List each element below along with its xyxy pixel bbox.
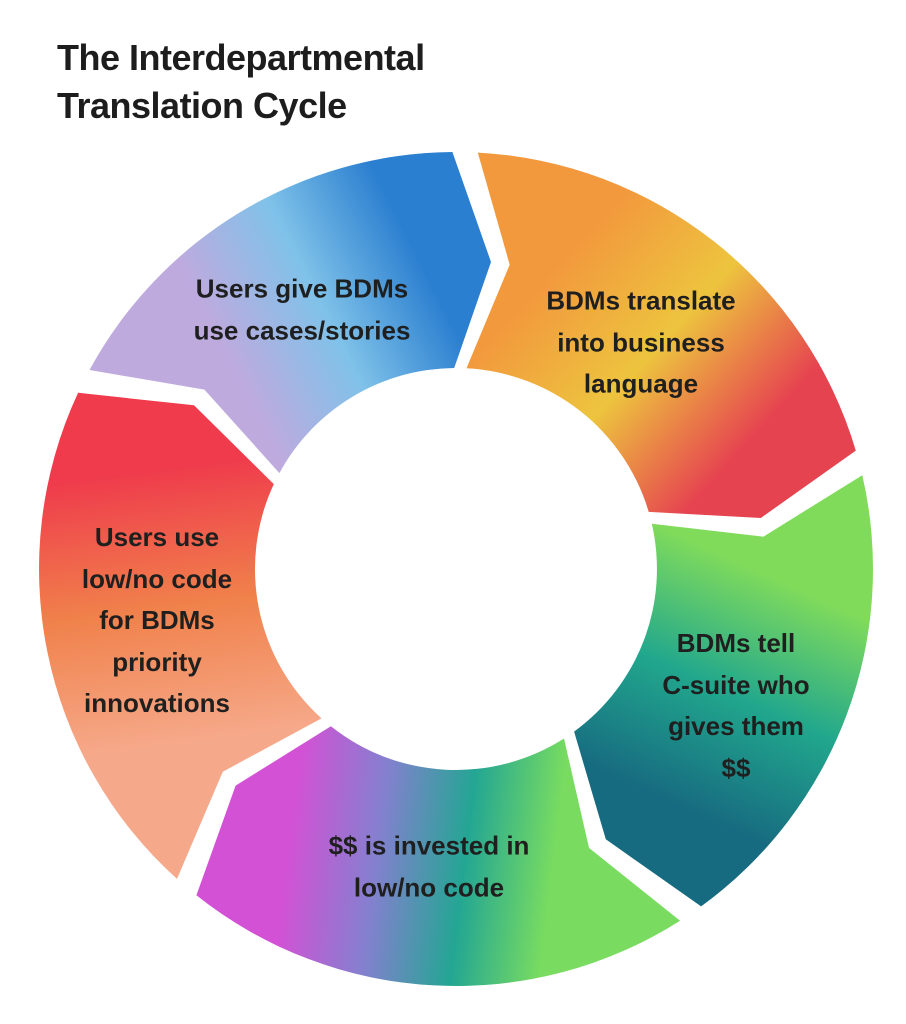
- cycle-segment-bdms-tell-c-suite: [574, 475, 873, 907]
- cycle-segment-users-use-low-no-code: [39, 392, 322, 879]
- cycle-segment-money-invested: [196, 726, 681, 987]
- cycle-segment-bdms-translate: [466, 152, 856, 518]
- page-title: The Interdepartmental Translation Cycle: [57, 37, 425, 126]
- cycle-segment-users-give-bdms: [89, 152, 491, 474]
